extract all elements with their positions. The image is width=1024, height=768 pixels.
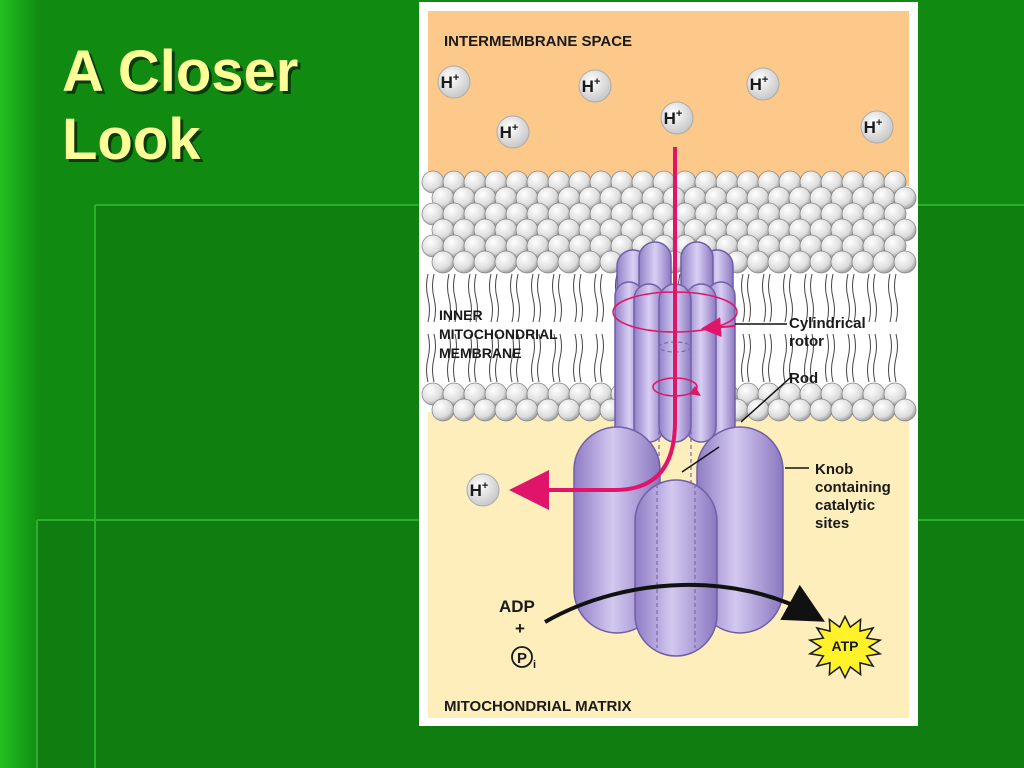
membrane-label-line: MITOCHONDRIAL: [439, 326, 558, 342]
knob-callout: Knob containing catalytic sites: [815, 461, 895, 532]
proton-icon: H+: [746, 67, 780, 101]
proton-icon: H+: [466, 473, 500, 507]
proton-icon: H+: [578, 69, 612, 103]
phosphate-icon: P i: [511, 646, 536, 671]
proton-icon: H+: [496, 115, 530, 149]
rotor-callout-line: Cylindrical: [789, 315, 866, 332]
intermembrane-space: [428, 11, 909, 186]
atp-burst-icon: [807, 614, 883, 680]
proton-group: H+ H+ H+ H+ H+ H+ H+: [437, 65, 894, 507]
proton-path-arrow: [509, 147, 677, 510]
rotor-callout-line: rotor: [789, 333, 824, 350]
atp-label: ATP: [832, 638, 859, 654]
knob-callout-line: sites: [815, 515, 849, 532]
atp-synthesis-arrow: [544, 583, 825, 624]
catalytic-knob: [573, 426, 784, 657]
atp-synthase-diagram: H+ H+ H+ H+ H+ H+ H+ INTERMEMBRANE SPACE MITOC…: [421, 11, 917, 718]
proton-icon: H+: [660, 101, 694, 135]
slide-title: A Closer Look: [62, 39, 299, 172]
rod-callout: Rod: [789, 370, 818, 387]
cylindrical-rotor: [612, 241, 738, 443]
callout-lines: [681, 323, 809, 473]
atp-synthase-figure: H+ H+ H+ H+ H+ H+ H+ INTERMEMBRANE SPACE MITOC…: [419, 2, 918, 726]
membrane-label: INNER MITOCHONDRIAL MEMBRANE: [439, 307, 561, 361]
intermembrane-label: INTERMEMBRANE SPACE: [444, 33, 632, 50]
rotor-rotation-arrow: [701, 317, 736, 338]
phosphate-letter: P: [517, 650, 527, 667]
phosphate-subscript: i: [533, 659, 536, 671]
knob-callout-line: containing: [815, 479, 891, 496]
proton-icon: H+: [860, 110, 894, 144]
plus-sign: +: [515, 619, 525, 638]
membrane-label-line: MEMBRANE: [439, 345, 521, 361]
proton-icon: H+: [437, 65, 471, 99]
knob-callout-line: Knob: [815, 461, 853, 478]
matrix-label: MITOCHONDRIAL MATRIX: [444, 698, 632, 715]
rod-callout-line: Rod: [789, 370, 818, 387]
membrane-label-line: INNER: [439, 307, 483, 323]
knob-callout-line: catalytic: [815, 497, 875, 514]
lipid-heads: [421, 170, 917, 422]
rotor-callout: Cylindrical rotor: [789, 315, 870, 350]
adp-label: ADP: [499, 597, 535, 616]
